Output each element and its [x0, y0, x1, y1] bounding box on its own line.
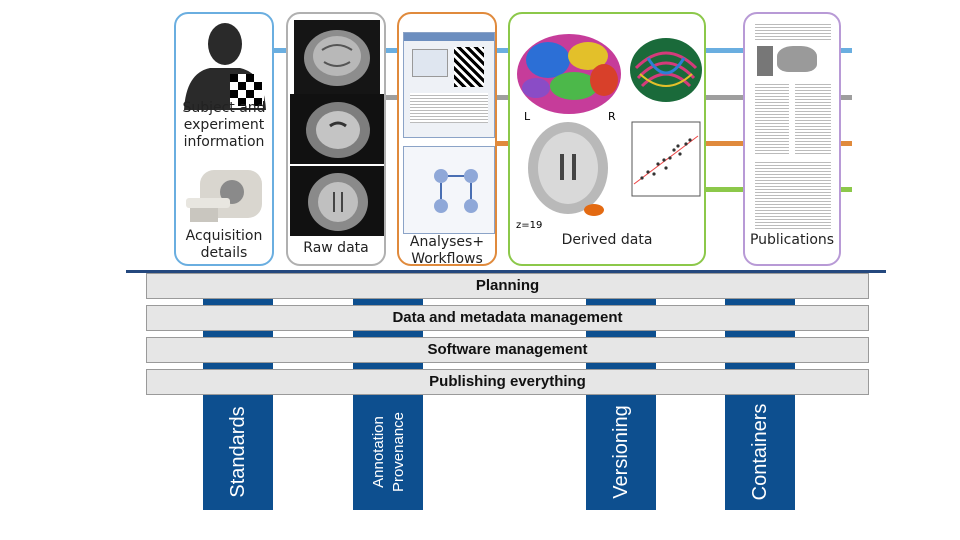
- analyses-label-line-1: Analyses+: [409, 234, 485, 250]
- publications-label: Publications: [749, 232, 835, 248]
- bar-software-management: Software management: [146, 337, 869, 363]
- containers-label: Containers: [749, 403, 771, 501]
- workflow-graph-screenshot: [403, 146, 495, 234]
- acquisition-label: Acquisition details: [176, 228, 272, 262]
- pillar-standards: [203, 296, 273, 510]
- brain-axial-stack-image: [290, 166, 384, 236]
- scatter-plot-image: [631, 121, 701, 197]
- pillar-containers: [725, 296, 795, 510]
- derived-left-marker: L: [524, 110, 531, 123]
- publication-page-image: [755, 22, 831, 232]
- pillar-annotation-provenance: [353, 296, 423, 510]
- acquisition-label-line-2: details: [200, 245, 248, 261]
- provenance-label: Provenance: [390, 411, 407, 493]
- analysis-software-screenshot: [403, 32, 495, 138]
- subject-label-line-1: Subject and: [182, 100, 266, 116]
- acquisition-label-line-1: Acquisition: [185, 228, 263, 244]
- subject-label-line-3: information: [183, 134, 265, 150]
- bar-planning: Planning: [146, 273, 869, 299]
- pillar-versioning: [586, 296, 656, 510]
- mri-scanner-icon: [186, 170, 262, 222]
- standards-label: Standards: [227, 406, 249, 498]
- subject-label-line-2: experiment: [183, 117, 265, 133]
- derived-right-marker: R: [608, 110, 616, 123]
- bar-publishing-everything: Publishing everything: [146, 369, 869, 395]
- card-subject-acquisition: Subject and experiment information Acqui…: [174, 12, 274, 266]
- raw-data-label: Raw data: [303, 240, 369, 256]
- versioning-label: Versioning: [610, 405, 632, 499]
- brain-sagittal-image: [294, 20, 380, 94]
- brain-surface-parcellation-image: [517, 34, 621, 114]
- brain-tractography-image: [630, 38, 702, 102]
- derived-data-label: Derived data: [561, 232, 653, 248]
- derived-z-label: z=19: [516, 220, 543, 231]
- card-derived-data: L R z=19 Derived data: [508, 12, 706, 266]
- analyses-label-line-2: Workflows: [411, 251, 483, 266]
- card-publications: Publications: [743, 12, 841, 266]
- brain-axial-activation-image: [528, 122, 608, 216]
- person-silhouette-icon: [184, 23, 266, 110]
- divider-line: [126, 270, 886, 273]
- bar-data-metadata-management: Data and metadata management: [146, 305, 869, 331]
- analyses-label: Analyses+ Workflows: [399, 234, 495, 266]
- card-analyses-workflows: Analyses+ Workflows: [397, 12, 497, 266]
- subject-label: Subject and experiment information: [176, 100, 272, 151]
- brain-coronal-stack-image: [290, 94, 384, 164]
- card-raw-data: Raw data: [286, 12, 386, 266]
- annotation-label: Annotation: [370, 416, 387, 488]
